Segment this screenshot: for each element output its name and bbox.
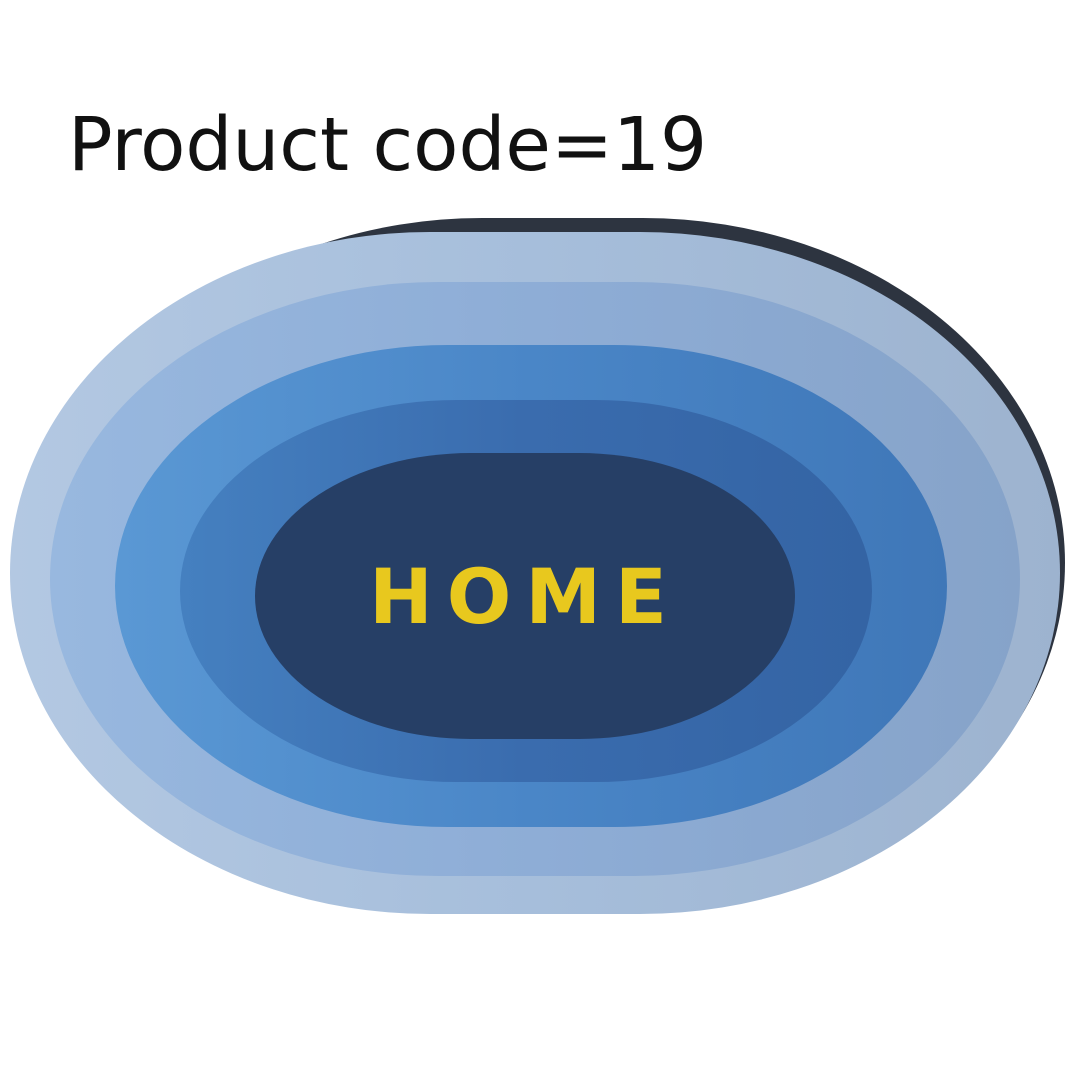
mat-center [255,453,795,739]
mat-home-lettering: HOME [369,551,681,641]
product-code-caption: Product code=19 [68,102,708,188]
